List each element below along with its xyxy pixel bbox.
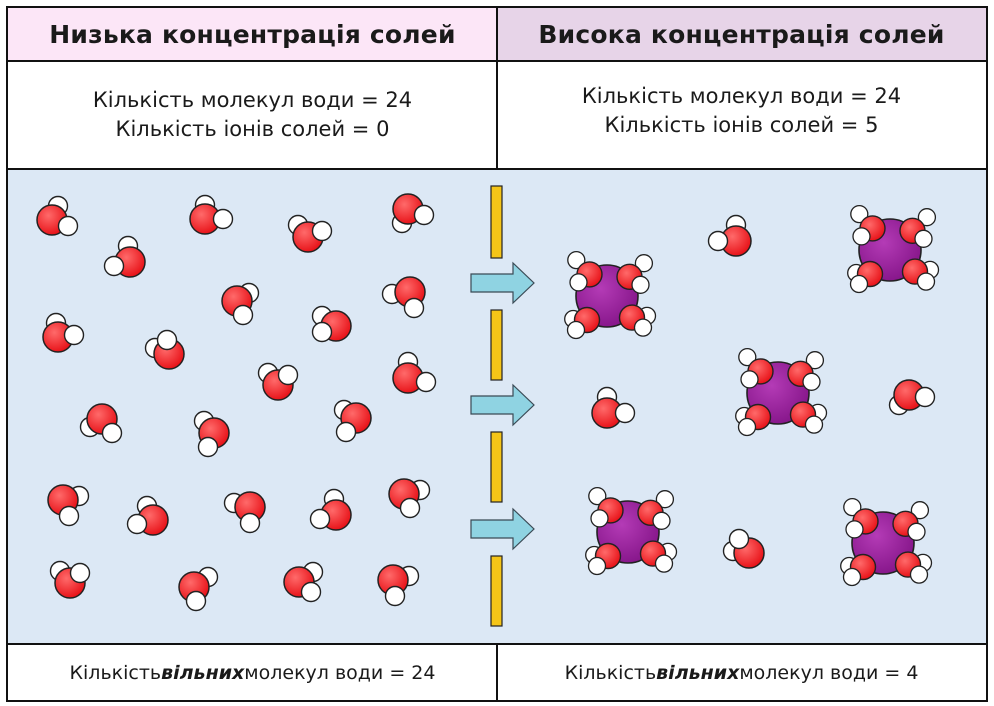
salt-ion-cluster bbox=[564, 250, 657, 340]
membrane-segment bbox=[490, 555, 503, 627]
water-molecule-icon bbox=[707, 214, 752, 257]
water-molecule-icon bbox=[36, 195, 79, 237]
water-molecule-icon bbox=[144, 329, 185, 370]
salt-ion-cluster bbox=[840, 497, 933, 587]
water-molecule-icon bbox=[221, 282, 260, 326]
membrane-segment bbox=[490, 185, 503, 259]
water-molecule-icon bbox=[391, 193, 435, 234]
salt-ion-cluster bbox=[847, 204, 940, 294]
water-molecule-icon bbox=[591, 386, 636, 429]
scene-drawing bbox=[36, 185, 940, 627]
info-high-water-count: Кількість молекул води = 24 bbox=[581, 84, 902, 108]
osmosis-scene bbox=[8, 170, 986, 643]
grid-line bbox=[496, 8, 498, 170]
water-molecule-icon bbox=[311, 305, 352, 343]
water-molecule-icon bbox=[377, 564, 420, 607]
water-molecule-icon bbox=[79, 403, 123, 444]
water-molecule-icon bbox=[49, 560, 91, 599]
footer-high-suffix: молекул води = 4 bbox=[739, 661, 919, 684]
water-molecule-icon bbox=[103, 235, 146, 278]
footer-low-prefix: Кількість bbox=[69, 661, 162, 684]
water-molecule-icon bbox=[392, 351, 437, 394]
water-molecule-icon bbox=[189, 194, 234, 235]
water-molecule-icon bbox=[287, 214, 333, 253]
water-molecule-icon bbox=[381, 276, 426, 319]
header-high-concentration: Висока концентрація солей bbox=[497, 8, 986, 60]
info-high: Кількість молекул води = 24 Кількість іо… bbox=[497, 62, 986, 168]
water-molecule-icon bbox=[223, 491, 266, 534]
water-molecule-icon bbox=[42, 312, 85, 353]
membrane-segment bbox=[490, 309, 503, 381]
grid-line bbox=[496, 643, 498, 702]
water-molecule-icon bbox=[722, 528, 765, 569]
water-molecule-icon bbox=[47, 484, 90, 527]
water-molecule-icon bbox=[309, 488, 352, 531]
water-molecule-icon bbox=[126, 495, 169, 536]
info-low: Кількість молекул води = 24 Кількість іо… bbox=[8, 62, 497, 168]
info-low-water-count: Кількість молекул води = 24 bbox=[92, 88, 413, 112]
membrane-segment bbox=[490, 431, 503, 503]
info-low-ion-count: Кількість іонів солей = 0 bbox=[115, 117, 390, 141]
water-molecule-icon bbox=[193, 410, 230, 458]
water-molecule-icon bbox=[888, 379, 936, 416]
water-molecule-icon bbox=[178, 566, 219, 612]
footer-high-emphasis: вільних bbox=[656, 661, 740, 684]
right-arrow-icon bbox=[470, 507, 535, 551]
footer-high-prefix: Кількість bbox=[564, 661, 657, 684]
header-low-concentration: Низька концентрація солей bbox=[8, 8, 497, 60]
footer-low-emphasis: вільних bbox=[161, 661, 245, 684]
salt-ion-cluster bbox=[735, 347, 828, 437]
water-molecule-icon bbox=[257, 362, 299, 401]
info-high-ion-count: Кількість іонів солей = 5 bbox=[604, 113, 879, 137]
footer-low: Кількість вільних молекул води = 24 bbox=[8, 645, 497, 700]
footer-high: Кількість вільних молекул води = 4 bbox=[497, 645, 986, 700]
right-arrow-icon bbox=[470, 383, 535, 427]
water-molecule-icon bbox=[283, 561, 324, 603]
water-molecule-icon bbox=[333, 399, 372, 443]
footer-low-suffix: молекул води = 24 bbox=[244, 661, 436, 684]
salt-ion-cluster bbox=[585, 486, 678, 576]
water-molecule-icon bbox=[388, 478, 431, 519]
right-arrow-icon bbox=[470, 261, 535, 305]
